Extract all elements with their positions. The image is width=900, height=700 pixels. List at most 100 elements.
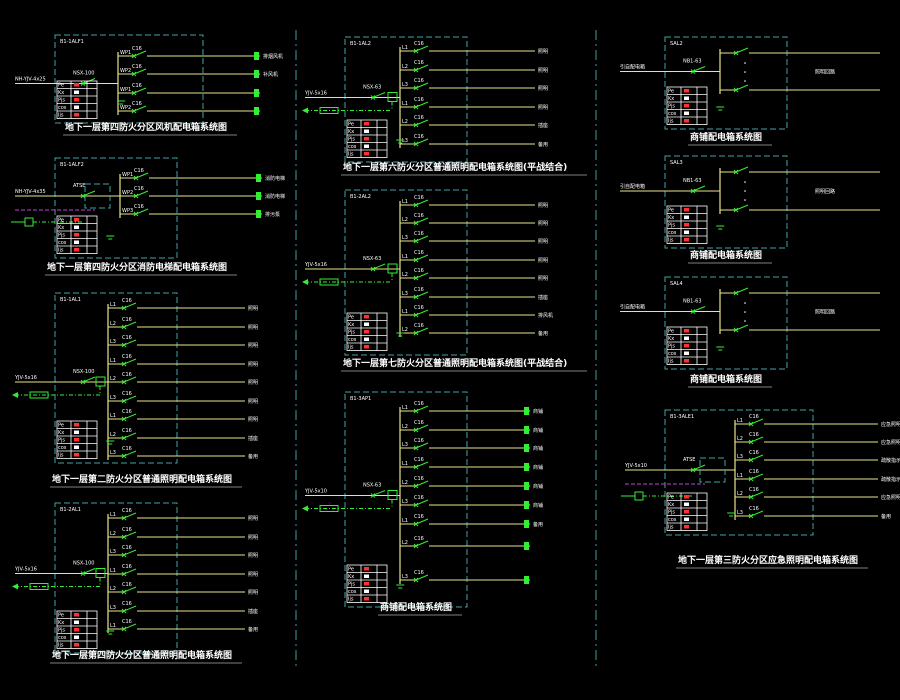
load-label: 照明回路 xyxy=(815,309,835,316)
breaker-rating-label: C16 xyxy=(414,495,424,501)
phase-label: WP2 xyxy=(120,105,131,111)
breaker-rating-label: C16 xyxy=(122,335,132,341)
load-label: 照明回路 xyxy=(815,69,835,76)
panel-title: 地下一层第七防火分区普通照明配电箱系统图(平战结合) xyxy=(343,357,567,369)
fire-signal-module-icon xyxy=(29,583,49,590)
panel-enclosure xyxy=(664,276,788,370)
breaker-rating-label: C16 xyxy=(134,168,144,174)
arrow-left-icon xyxy=(12,583,18,590)
table-row-label: cos xyxy=(668,517,677,523)
outgoing-circuit xyxy=(720,287,880,322)
load-label: 商铺 xyxy=(533,427,543,434)
table-row-label: Pjs xyxy=(348,582,355,588)
panel-title: 地下一层第四防火分区普通照明配电箱系统图 xyxy=(52,649,232,661)
load-label: 照明 xyxy=(248,553,258,559)
load-label: 照明 xyxy=(248,572,258,578)
phase-label: L2 xyxy=(402,272,408,278)
load-label: 照明 xyxy=(538,221,548,227)
load-label: 排污泵 xyxy=(265,211,280,218)
breaker-rating-label: C16 xyxy=(414,420,424,426)
phase-label: L1 xyxy=(110,623,116,629)
load-label: 备用 xyxy=(881,513,891,520)
panel-enclosure xyxy=(54,502,178,654)
table-row-label: Pe xyxy=(348,567,354,573)
table-row-label: cos xyxy=(348,589,357,595)
phase-label: L3 xyxy=(110,450,116,456)
load-label: 备用 xyxy=(538,330,548,337)
load-label: 补风机 xyxy=(263,71,278,78)
breaker-rating-label: C16 xyxy=(122,545,132,551)
phase-label: L1 xyxy=(402,309,408,315)
breaker-rating-label: C16 xyxy=(414,476,424,482)
breaker-rating-label: C16 xyxy=(134,186,144,192)
table-row-label: Pjs xyxy=(668,344,675,350)
load-label: 商铺 xyxy=(533,502,543,509)
load-terminal-icon xyxy=(524,501,529,509)
panel-enclosure xyxy=(54,292,178,464)
table-row-label: Kx xyxy=(348,574,354,580)
panel-code: B1-1ALF2 xyxy=(60,162,84,168)
table-row-label: Pjs xyxy=(58,628,65,634)
phase-label: WP1 xyxy=(122,172,133,178)
outgoing-circuit xyxy=(720,47,880,82)
breaker-rating-label: C16 xyxy=(414,570,424,576)
incoming-cable-label: YJV-5x10 xyxy=(624,463,647,469)
phase-label: L2 xyxy=(402,64,408,70)
breaker-rating-label: C16 xyxy=(132,64,142,70)
breaker-rating-label: C16 xyxy=(122,619,132,625)
phase-label: L3 xyxy=(402,291,408,297)
load-label: 应急照明 xyxy=(881,421,900,428)
load-terminal-icon xyxy=(254,89,259,97)
phase-label: L1 xyxy=(402,101,408,107)
breaker-rating-label: C16 xyxy=(122,564,132,570)
load-label: 照明 xyxy=(248,535,258,541)
phase-label: L2 xyxy=(402,119,408,125)
table-row-label: cos xyxy=(348,337,357,343)
load-terminal-icon xyxy=(256,174,261,182)
breaker-rating-label: C16 xyxy=(414,195,424,201)
breaker-rating-label: C16 xyxy=(132,46,142,52)
arrow-left-icon xyxy=(302,505,308,512)
breaker-rating-label: C16 xyxy=(414,97,424,103)
phase-label: L1 xyxy=(737,473,743,479)
breaker-rating-label: C16 xyxy=(414,60,424,66)
breaker-rating-label: C16 xyxy=(414,305,424,311)
panel-p7: B1-3AP1YJV-5x10NSX-63L1C16商铺L2C16商铺L3C16… xyxy=(302,391,543,616)
breaker-rating-label: C16 xyxy=(749,506,759,512)
load-label: 插座 xyxy=(538,294,548,301)
breaker-rating-label: C16 xyxy=(749,450,759,456)
table-row-label: cos xyxy=(668,230,677,236)
breaker-rating-label: C16 xyxy=(414,115,424,121)
table-row-label: Pe xyxy=(668,208,674,214)
table-row-label: cos xyxy=(58,240,67,246)
breaker-rating-label: C16 xyxy=(749,469,759,475)
table-row-label: Ijs xyxy=(348,345,354,351)
panel-code: B1-1AL1 xyxy=(60,297,81,303)
main-breaker-label: NSX-63 xyxy=(363,483,381,489)
phase-label: L2 xyxy=(110,586,116,592)
